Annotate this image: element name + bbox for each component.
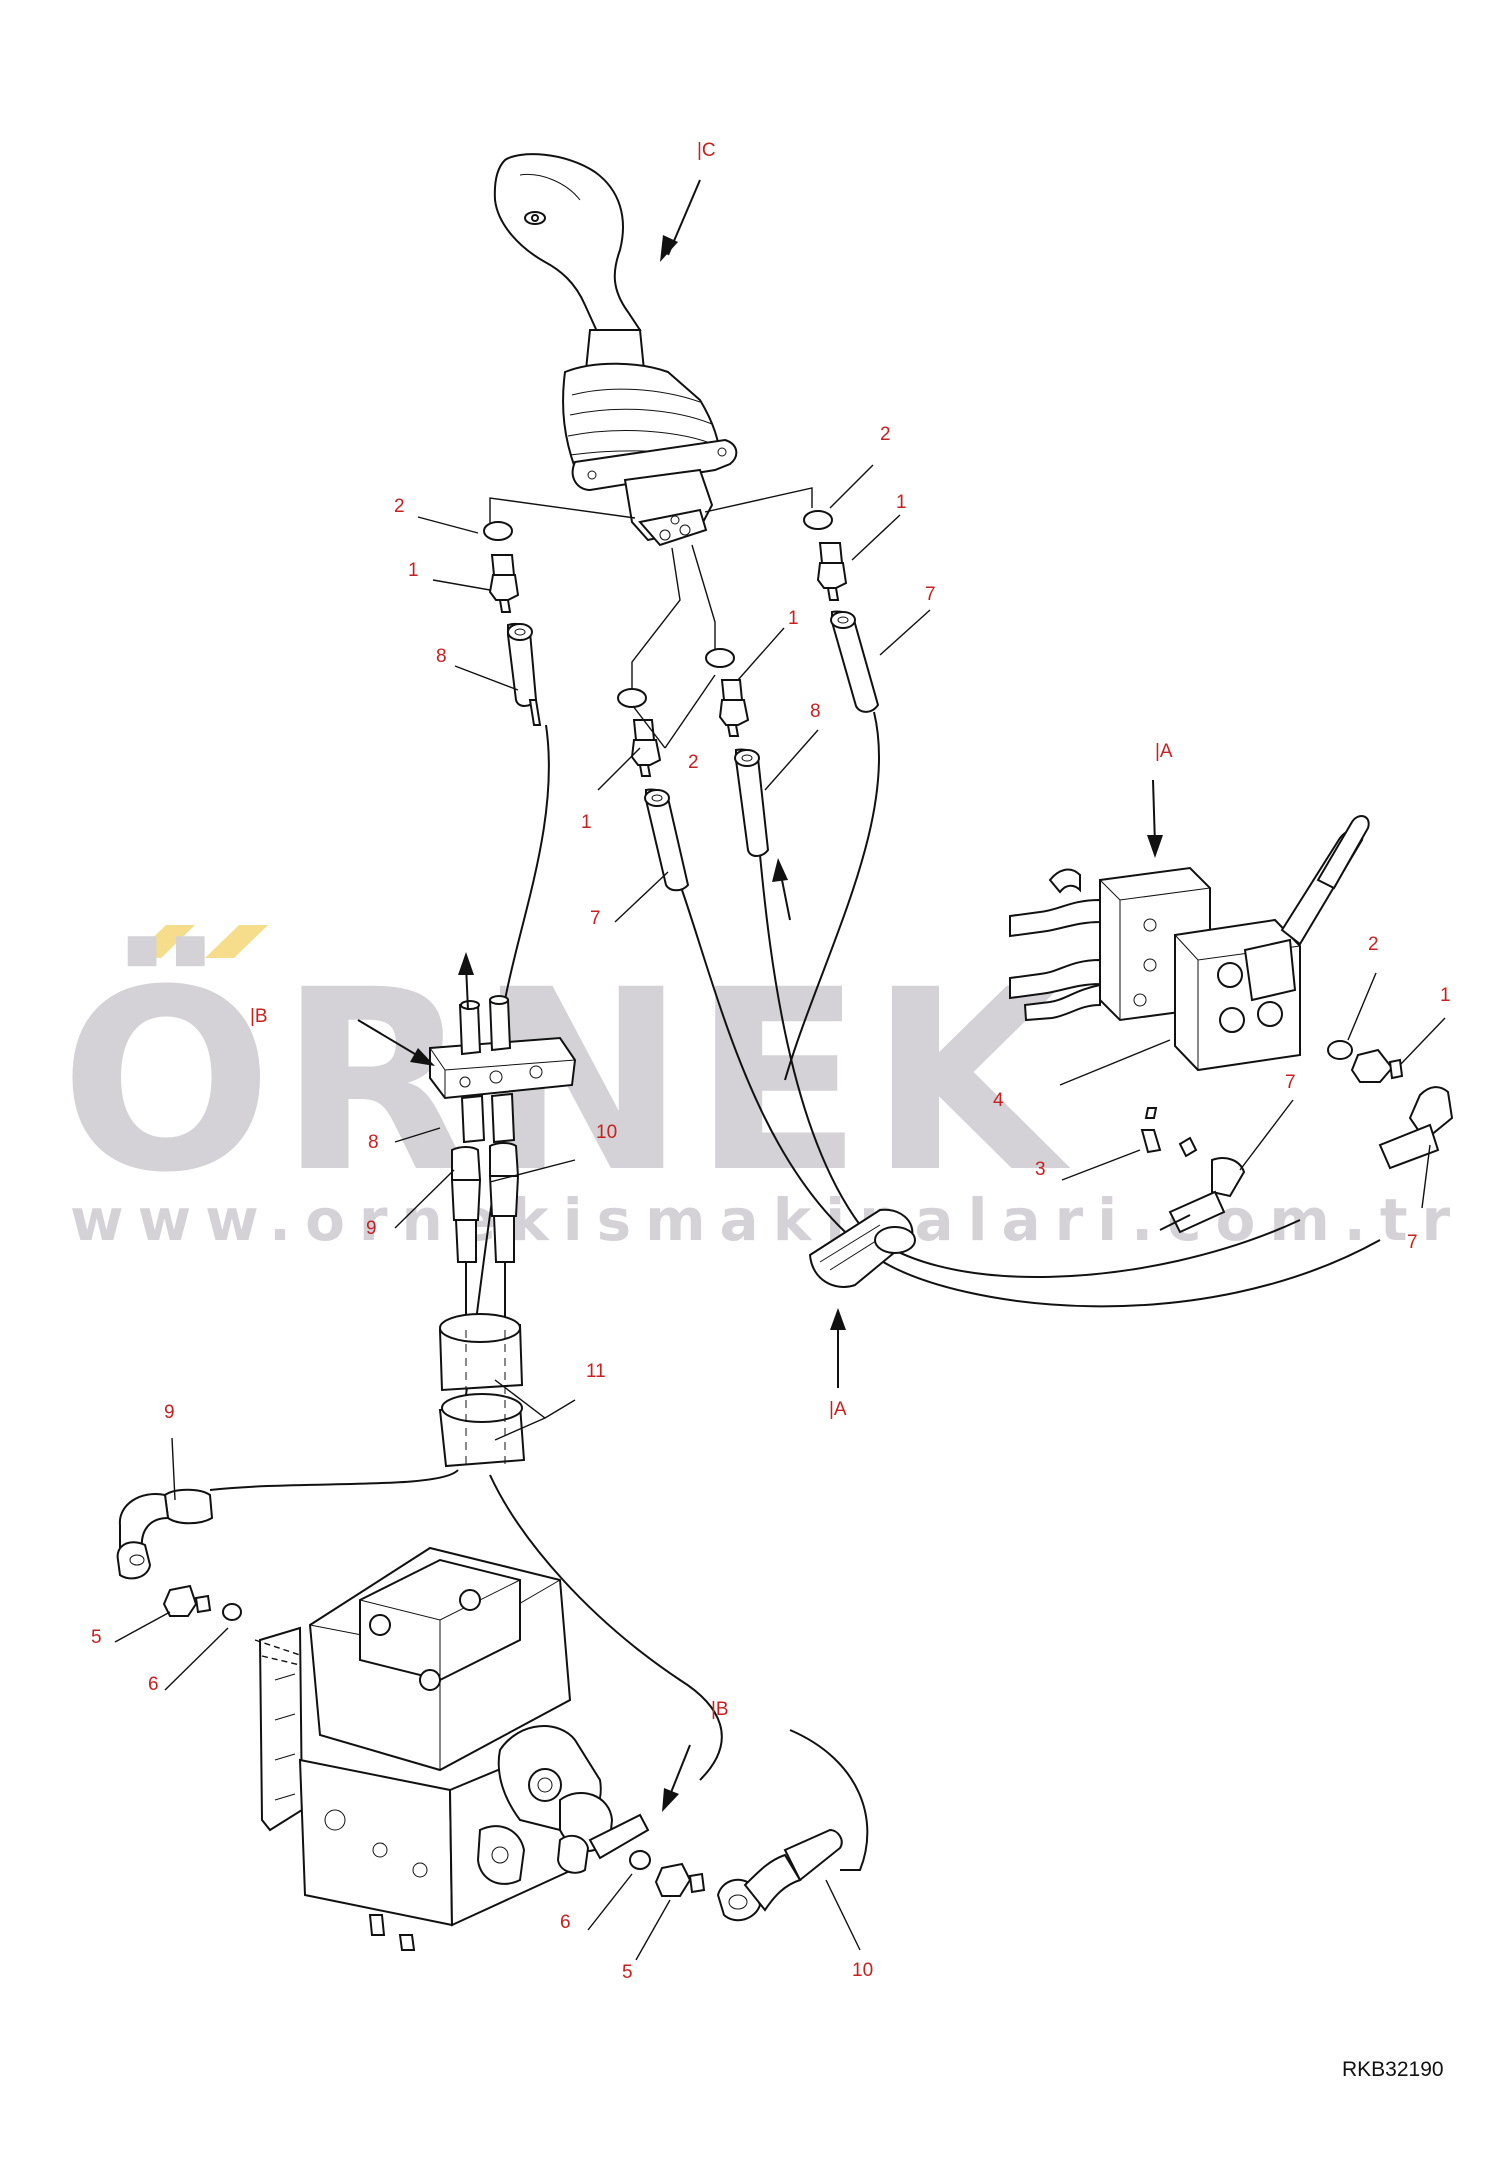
arrow-icon — [357, 1019, 435, 1066]
callout-o-ring: 6 — [148, 1674, 159, 1695]
callout-hose: 10 — [852, 1960, 873, 1981]
callout-hose: 7 — [590, 908, 601, 929]
callout-adapter: 1 — [581, 812, 592, 833]
leader-lines — [114, 464, 1446, 1961]
fitting-group-top-left — [483, 521, 542, 726]
ref-a-right: |A — [1155, 741, 1173, 762]
fitting-group-middle-left — [617, 688, 690, 892]
arrow-icon — [1147, 779, 1163, 858]
arrow-icon — [772, 858, 791, 921]
fittings-9-10-upper — [450, 1142, 520, 1320]
callout-hose: 7 — [1407, 1232, 1418, 1253]
arrow-icon — [662, 1744, 691, 1812]
hose-clamp — [808, 1208, 916, 1288]
ref-c-top: |C — [697, 140, 716, 161]
callout-hose: 7 — [1285, 1072, 1296, 1093]
callout-o-ring: 2 — [880, 424, 891, 445]
callout-hose: 8 — [436, 646, 447, 667]
callout-o-ring: 6 — [560, 1912, 571, 1933]
callout-hose: 9 — [164, 1402, 175, 1423]
fitting-group-top-right — [803, 510, 880, 713]
fitting-group-right — [1140, 1040, 1454, 1234]
callout-adapter: 1 — [788, 608, 799, 629]
callout-fitting: 3 — [1035, 1159, 1046, 1180]
callout-hose: 8 — [368, 1132, 379, 1153]
elbow-fitting-bottom — [629, 1828, 843, 1922]
joystick-control-lever — [489, 153, 813, 690]
callout-o-ring: 2 — [688, 752, 699, 773]
ref-b-bottom: |B — [711, 1699, 729, 1720]
reference-labels: |C |A |A |B |B — [250, 140, 1173, 1720]
callout-o-ring: 2 — [1368, 934, 1379, 955]
callout-o-ring: 2 — [394, 496, 405, 517]
fitting-group-middle-right — [705, 648, 770, 857]
callout-hose: 7 — [925, 584, 936, 605]
drawing-code: RKB32190 — [1342, 2058, 1444, 2081]
arrow-icon — [458, 952, 474, 1011]
callout-hose: 8 — [810, 701, 821, 722]
main-control-valve — [254, 1546, 650, 1951]
callout-hose: 10 — [596, 1122, 617, 1143]
watermark-url: www.ornekismakinalari.com.tr — [70, 1186, 1464, 1254]
arrow-icon — [660, 179, 701, 262]
ref-a-bottom: |A — [829, 1399, 847, 1420]
watermark-umlaut-icon — [132, 925, 268, 958]
callout-hose: 9 — [366, 1218, 377, 1239]
o-ring — [483, 521, 513, 541]
part-callouts: 2 1 8 2 1 7 2 1 1 1 8 7 2 1 4 3 7 7 8 10… — [91, 424, 1451, 1983]
callout-adapter: 5 — [622, 1962, 633, 1983]
callout-adapter: 5 — [91, 1627, 102, 1648]
reference-arrows — [357, 179, 1163, 1812]
arrow-icon — [830, 1308, 846, 1388]
callout-adapter: 1 — [1440, 985, 1451, 1006]
callout-adapter: 1 — [896, 492, 907, 513]
protective-sleeve — [438, 1313, 526, 1470]
watermark: ÖRNEK www.ornekismakinalari.com.tr — [60, 925, 1464, 1254]
callout-fitting: 4 — [993, 1090, 1004, 1111]
callout-adapter: 1 — [408, 560, 419, 581]
ref-b-left: |B — [250, 1006, 268, 1027]
control-valve-a — [1009, 815, 1370, 1072]
callout-sleeve: 11 — [586, 1361, 606, 1382]
manifold-block-b — [429, 995, 577, 1144]
elbow-fitting-left — [116, 1488, 242, 1621]
